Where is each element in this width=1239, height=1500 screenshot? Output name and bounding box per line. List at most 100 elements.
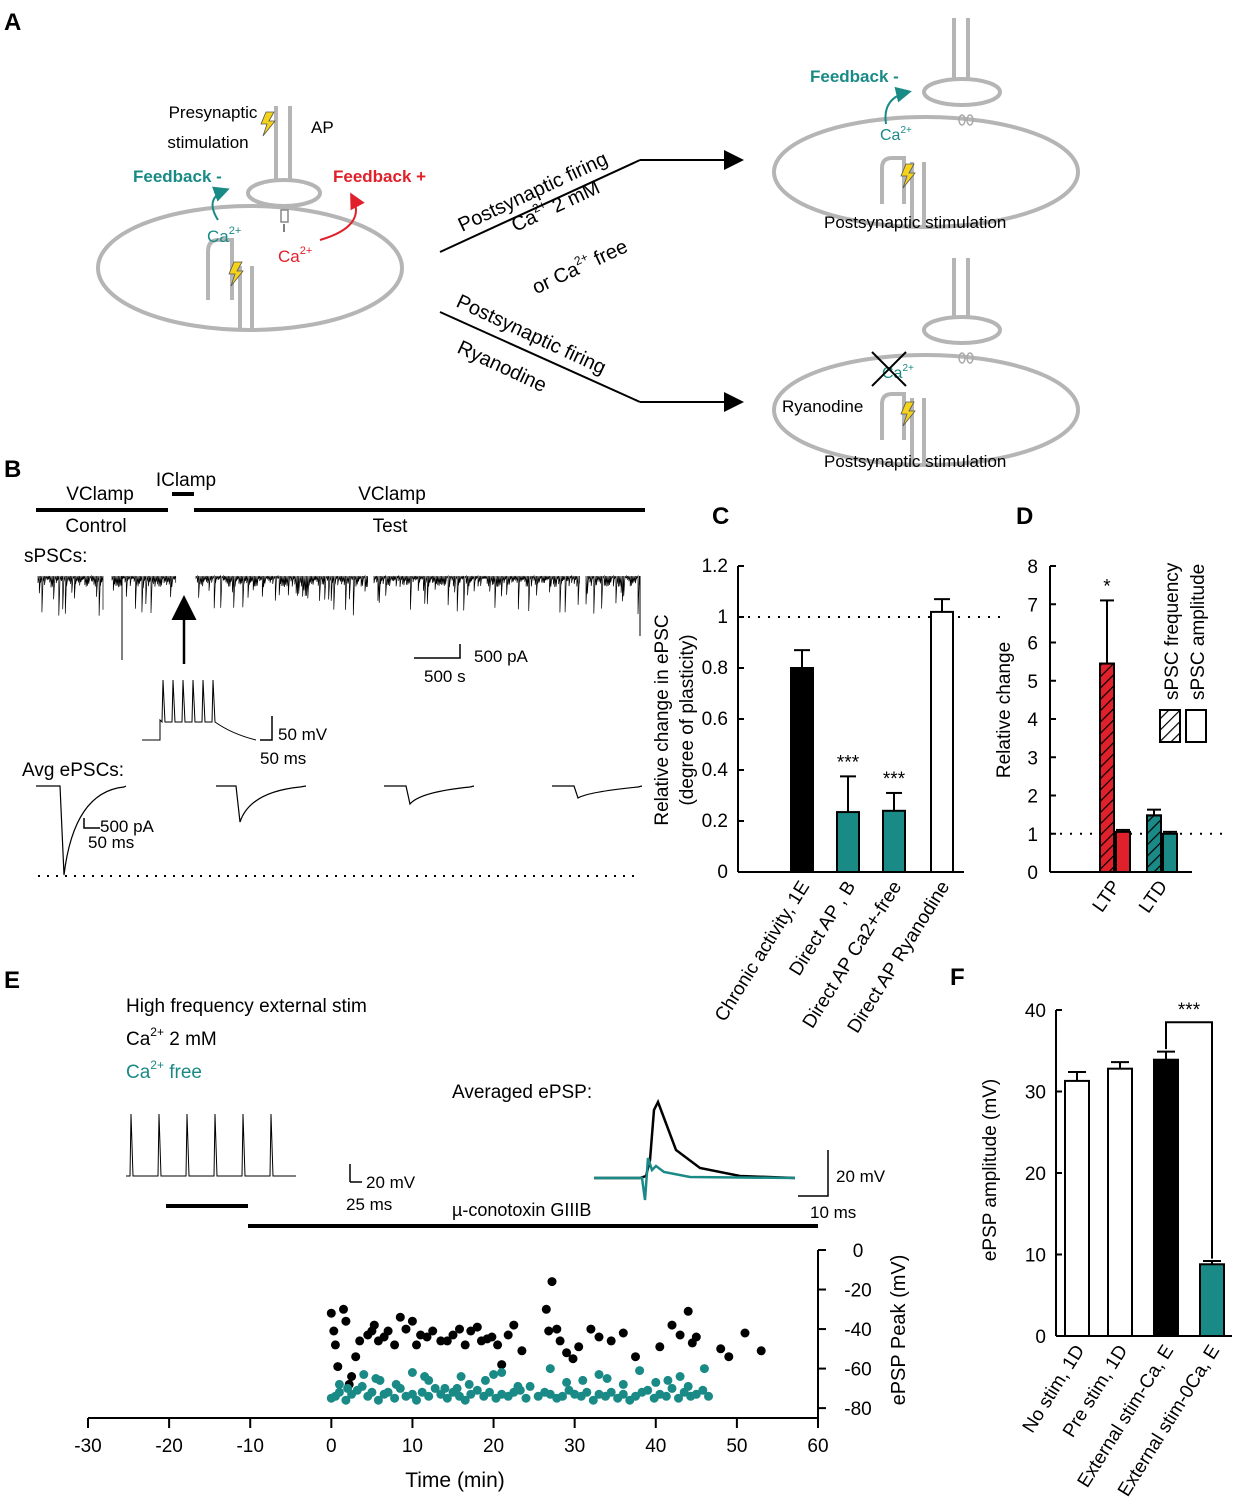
- epsp-point-free: [367, 1387, 377, 1397]
- c-significance: ***: [837, 752, 860, 773]
- d-y-tick-label: 8: [1027, 557, 1038, 578]
- e-ylabel: ePSP Peak (mV): [888, 1255, 910, 1406]
- f-bar: [1153, 1058, 1179, 1337]
- c-bar: [790, 667, 814, 873]
- epsp-point-ca: [552, 1324, 562, 1334]
- c-y-tick-label: 0.4: [702, 760, 729, 781]
- epsp-point-ca: [330, 1340, 340, 1350]
- epsp-point-free: [417, 1387, 427, 1397]
- e-x-tick-label: 40: [645, 1436, 666, 1457]
- epsp-point-free: [513, 1381, 523, 1391]
- epsp-point-free: [578, 1375, 588, 1385]
- scale-20mv: 20 mV: [366, 1173, 416, 1192]
- epsp-point-free: [460, 1395, 470, 1405]
- epsp-point-ca: [655, 1342, 665, 1352]
- ca-label-red: Ca2+: [278, 245, 312, 266]
- feedback-minus-label-right: Feedback -: [810, 67, 899, 86]
- legend-ca-free: Ca2+ free: [126, 1058, 202, 1083]
- c-significance: ***: [883, 769, 906, 790]
- d-y-tick-label: 1: [1027, 825, 1038, 846]
- e-x-tick-label: -10: [236, 1436, 263, 1457]
- epsp-point-free: [582, 1387, 592, 1397]
- f-ylabel: ePSP amplitude (mV): [980, 1079, 1001, 1261]
- iclamp-label: IClamp: [156, 470, 216, 491]
- epsp-point-ca: [594, 1332, 604, 1342]
- epsp-point-free: [359, 1370, 369, 1379]
- d-y-tick-label: 7: [1027, 595, 1038, 616]
- epsp-point-free: [371, 1374, 381, 1383]
- epsp-point-free: [683, 1381, 693, 1391]
- epsp-point-ca: [347, 1372, 357, 1381]
- epsp-point-ca: [675, 1330, 685, 1340]
- epsp-point-ca: [562, 1348, 572, 1358]
- epsp-point-free: [691, 1389, 701, 1399]
- epsp-point-ca: [355, 1336, 365, 1346]
- avg-epsc-traces: [36, 785, 643, 876]
- panel-letter-c: C: [712, 503, 729, 530]
- ap-label: AP: [311, 118, 334, 137]
- spscs-label: sPSCs:: [24, 546, 87, 567]
- c-y-tick-label: 0: [717, 862, 728, 883]
- epsp-point-ca: [428, 1326, 438, 1336]
- epsp-point-ca: [606, 1336, 616, 1346]
- epsp-point-ca: [339, 1304, 348, 1314]
- cell-diagram-bottom-right: Ca2+ Ryanodine Postsynaptic stimulation: [772, 258, 1080, 471]
- epsp-point-free: [631, 1391, 640, 1401]
- epsp-point-free: [661, 1391, 671, 1401]
- d-ylabel: Relative change: [994, 642, 1015, 778]
- panel-letter-e: E: [4, 967, 20, 994]
- epsp-point-free: [594, 1370, 604, 1379]
- epsp-point-ca: [448, 1330, 458, 1340]
- iclamp-ap-trace: [142, 679, 257, 741]
- epsp-point-free: [545, 1389, 555, 1399]
- epsp-point-ca: [487, 1332, 497, 1342]
- e-y-tick-label: -80: [844, 1399, 871, 1420]
- c-bar: [836, 811, 860, 874]
- feedback-plus-arrow: [319, 192, 365, 241]
- epsp-point-ca: [442, 1336, 452, 1346]
- f-y-tick-label: 10: [1025, 1246, 1046, 1267]
- epsp-point-ca: [544, 1326, 554, 1336]
- d-y-tick-label: 5: [1027, 672, 1038, 693]
- epsp-point-free: [343, 1383, 353, 1393]
- ca-label-right: Ca2+: [880, 125, 912, 144]
- epsp-point-ca: [341, 1316, 351, 1326]
- epsp-point-free: [558, 1391, 567, 1401]
- epsp-point-free: [440, 1383, 450, 1393]
- d-bar: [1162, 832, 1178, 873]
- epsp-point-free: [390, 1393, 400, 1403]
- epsp-point-ca: [401, 1324, 411, 1334]
- epsp-point-ca: [509, 1320, 519, 1330]
- d-legend-label: sPSC amplitude: [1188, 564, 1209, 700]
- avg-epscs-label: Avg ePSCs:: [22, 760, 124, 781]
- vclamp-label-left: VClamp: [66, 484, 134, 505]
- epsp-point-ca: [756, 1346, 766, 1356]
- panel-a: A Presynaptic stimulation AP Feedback - …: [4, 9, 1080, 471]
- epsp-point-ca: [683, 1306, 693, 1316]
- panel-letter-d: D: [1016, 503, 1033, 530]
- c-ylabel-2: (degree of plasticity): [677, 634, 698, 805]
- c-y-tick-label: 0.8: [702, 658, 728, 679]
- vclamp-label-right: VClamp: [358, 484, 426, 505]
- epsp-point-ca: [369, 1320, 379, 1330]
- d-bar-hatch: [1099, 662, 1115, 873]
- c-y-tick-label: 1: [717, 607, 728, 628]
- epsp-point-ca: [351, 1352, 361, 1362]
- scale-10ms: 10 ms: [810, 1203, 856, 1222]
- epsp-point-free: [643, 1385, 653, 1395]
- epsp-point-free: [341, 1395, 351, 1405]
- e-x-tick-label: -30: [74, 1436, 101, 1457]
- epsp-point-ca: [517, 1346, 527, 1356]
- epsp-point-ca: [460, 1340, 470, 1350]
- f-y-tick-label: 40: [1025, 1001, 1046, 1022]
- epsp-point-free: [562, 1377, 572, 1387]
- avg-epsc-trace: [552, 785, 643, 799]
- test-label: Test: [373, 516, 409, 537]
- ca-label-teal: Ca2+: [207, 225, 241, 246]
- presynaptic-label-line1: Presynaptic: [169, 103, 258, 122]
- lightning-bolt-icon: [260, 111, 276, 137]
- panel-letter-a: A: [4, 9, 21, 36]
- d-category-label: LTP: [1089, 877, 1125, 916]
- d-y-tick-label: 6: [1027, 634, 1038, 655]
